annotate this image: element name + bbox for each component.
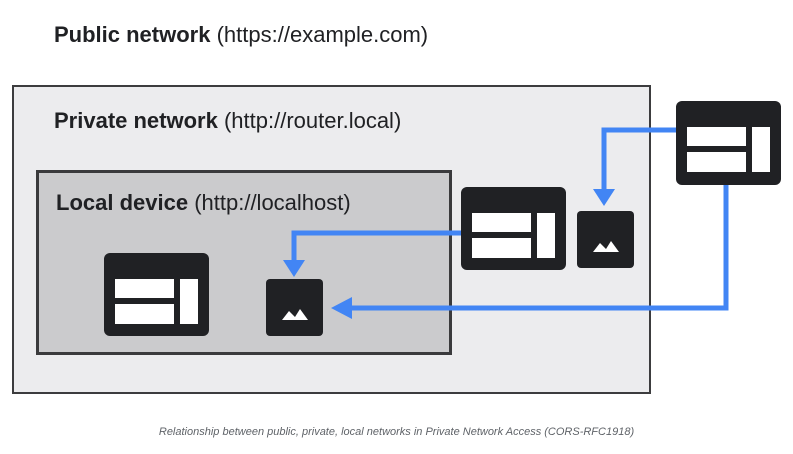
webpage-layout-icon xyxy=(461,187,566,270)
private-network-label: Private network xyxy=(54,108,218,133)
arrowhead-local-image-top xyxy=(283,260,305,277)
public-network-url: (https://example.com) xyxy=(216,22,429,47)
arrow-private-to-local-image xyxy=(291,230,462,262)
public-network-title: Public network (https://example.com) xyxy=(54,22,428,48)
public-network-label: Public network xyxy=(54,22,211,47)
arrow-public-to-private-image xyxy=(601,127,678,190)
local-device-label: Local device xyxy=(56,190,189,215)
private-network-title: Private network (http://router.local) xyxy=(54,108,401,134)
arrow-public-to-local-image xyxy=(350,184,729,311)
arrowhead-local-image-left xyxy=(331,297,352,319)
local-device-title: Local device (http://localhost) xyxy=(56,190,351,216)
local-device-url: (http://localhost) xyxy=(194,190,351,215)
image-icon xyxy=(266,279,323,336)
arrowhead-private-image xyxy=(593,189,615,206)
webpage-layout-icon xyxy=(104,253,209,336)
private-network-url: (http://router.local) xyxy=(223,108,402,133)
image-icon xyxy=(577,211,634,268)
figure-caption: Relationship between public, private, lo… xyxy=(158,426,635,438)
webpage-layout-icon xyxy=(676,101,781,185)
